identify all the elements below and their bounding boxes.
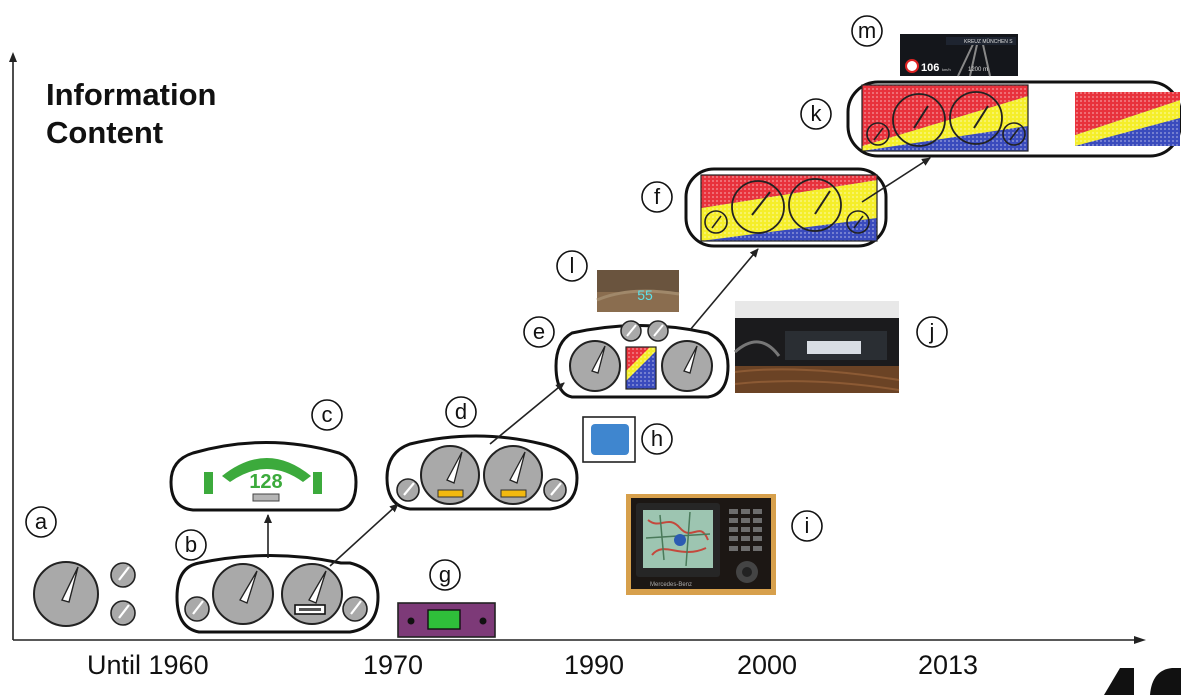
marker-b: b (175, 529, 207, 561)
stage-f-screen-cluster (684, 167, 888, 248)
x-tick-until-1960: Until 1960 (87, 650, 209, 680)
svg-text:g: g (439, 562, 451, 587)
gauge-icon (420, 445, 480, 505)
nav-speed-value: 106 (921, 62, 939, 74)
nav-distance: 1200 m (968, 67, 988, 73)
svg-text:m: m (858, 18, 876, 43)
svg-text:c: c (322, 402, 333, 427)
stage-e-cluster (554, 320, 730, 399)
x-axis (13, 636, 1146, 644)
arrow-b-to-d (329, 503, 399, 567)
marker-f: f (641, 181, 673, 213)
marker-m: m (851, 15, 883, 47)
marker-a: a (25, 506, 57, 538)
gauge-icon (281, 563, 343, 625)
gauge-icon (483, 445, 543, 505)
marker-c: c (311, 399, 343, 431)
arrow-f-to-k (861, 157, 931, 203)
svg-text:l: l (570, 253, 575, 278)
stage-h-screen (582, 416, 636, 463)
x-tick-2000: 2000 (737, 650, 798, 680)
brand-label: Mercedes-Benz (650, 582, 692, 588)
stage-l-head-up-display-photo: 55 (596, 270, 680, 312)
svg-text:b: b (185, 532, 197, 557)
marker-j: j (916, 316, 948, 348)
stage-a-separate-gauges (33, 561, 136, 627)
hud-speed-readout: 55 (637, 287, 653, 303)
y-axis-label-line-1: Information (46, 77, 217, 112)
gauge-icon (110, 600, 136, 626)
destination-label: KREUZ MÜNCHEN S (964, 38, 1013, 45)
svg-text:j: j (929, 319, 935, 344)
gauge-icon (342, 596, 368, 622)
digital-speed-readout: 128 (249, 471, 282, 493)
gauge-icon (661, 340, 713, 392)
y-axis-label: Information Content (46, 76, 217, 152)
stage-d-cluster (385, 434, 579, 511)
corner-decoration (1104, 668, 1181, 695)
stage-c-digital-cluster: 128 (169, 441, 358, 512)
gauge-icon (110, 562, 136, 588)
arrow-e-to-f (689, 248, 759, 331)
svg-text:e: e (533, 319, 545, 344)
y-axis (9, 52, 17, 640)
y-axis-label-line-2: Content (46, 115, 164, 150)
stage-b-integrated-cluster (175, 554, 380, 634)
svg-text:i: i (805, 513, 810, 538)
marker-d: d (445, 396, 477, 428)
gauge-icon (396, 478, 420, 502)
svg-text:k: k (811, 101, 823, 126)
indicator-lamp (313, 472, 322, 494)
stage-j-dashboard-photo (734, 301, 900, 393)
marker-l: l (556, 250, 588, 282)
nav-speed-unit: km/h (942, 67, 951, 72)
gauge-icon (620, 320, 642, 342)
marker-g: g (429, 559, 461, 591)
stage-m-digital-instrument-display: KREUZ MÜNCHEN S 106 km/h 1200 m (900, 34, 1018, 77)
evolution-arrows (264, 157, 931, 567)
x-tick-1970: 1970 (363, 650, 424, 680)
stage-k-screen-cluster (846, 80, 1181, 158)
stage-i-navigation-unit: Mercedes-Benz (626, 494, 776, 595)
svg-text:h: h (651, 426, 663, 451)
marker-e: e (523, 316, 555, 348)
svg-text:f: f (654, 184, 661, 209)
marker-h: h (641, 423, 673, 455)
center-display (626, 347, 656, 389)
gauge-icon (212, 563, 274, 625)
marker-k: k (800, 98, 832, 130)
x-tick-1990: 1990 (564, 650, 625, 680)
gauge-icon (33, 561, 99, 627)
stage-markers: a b c d e f g h i j k l m (25, 15, 948, 591)
marker-i: i (791, 510, 823, 542)
gauge-icon (569, 340, 621, 392)
indicator-lamp (204, 472, 213, 494)
svg-text:a: a (35, 509, 48, 534)
arrow-d-to-e (489, 382, 565, 445)
gauge-icon (184, 596, 210, 622)
stage-g-display-panel (397, 602, 496, 638)
svg-text:d: d (455, 399, 467, 424)
gauge-icon (647, 320, 669, 342)
gauge-icon (543, 478, 567, 502)
x-tick-2013: 2013 (918, 650, 979, 680)
